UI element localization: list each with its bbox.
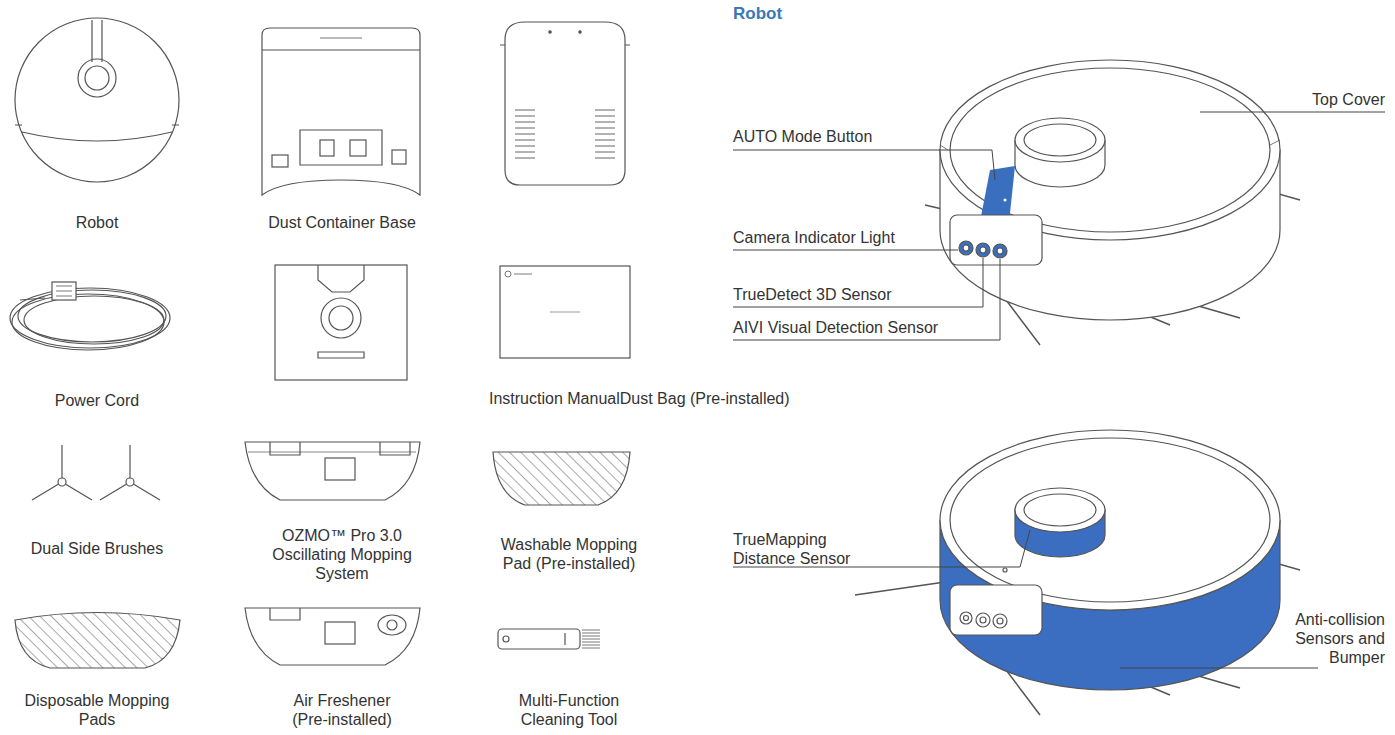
part-label: Washable Mopping Pad (Pre-installed) [489,535,649,573]
cleaning-tool [498,629,600,649]
callout-label: Anti-collision Sensors and Bumper [1275,610,1385,667]
part-label: Dust Container Base [242,213,442,232]
side-brushes [32,445,160,500]
robot-front-view [925,60,1300,345]
ozmo-tray [245,442,420,500]
base-back-panel [500,22,630,185]
part-label: Dual Side Brushes [12,539,182,558]
instruction-manual [500,266,630,358]
robot-top-view [15,18,179,182]
callout-label: AUTO Mode Button [733,127,872,146]
part-label: OZMO™ Pro 3.0 Oscillating Mopping System [265,526,420,583]
air-freshener-tray [245,608,420,665]
disposable-pads [15,613,180,669]
leader-lines [733,112,1385,340]
dust-container-base [262,28,420,195]
callout-label: TrueMapping Distance Sensor [733,530,873,568]
dust-bag [275,265,407,380]
power-cord [10,282,170,350]
callout-label: AIVI Visual Detection Sensor [733,318,938,337]
section-title: Robot [733,4,782,24]
leader-lines [733,530,1318,668]
part-label: Disposable Mopping Pads [17,691,177,729]
part-label: Power Cord [17,391,177,410]
callout-label: TrueDetect 3D Sensor [733,285,892,304]
robot-bumper-view [855,430,1300,715]
washable-pad [493,452,630,505]
part-label: Multi-Function Cleaning Tool [504,691,634,729]
part-label: Robot [17,213,177,232]
callout-label: Camera Indicator Light [733,228,895,247]
part-label: Air Freshener (Pre-installed) [277,691,407,729]
part-label: Instruction ManualDust Bag (Pre-installe… [489,389,790,408]
callout-label: Top Cover [1312,90,1385,109]
